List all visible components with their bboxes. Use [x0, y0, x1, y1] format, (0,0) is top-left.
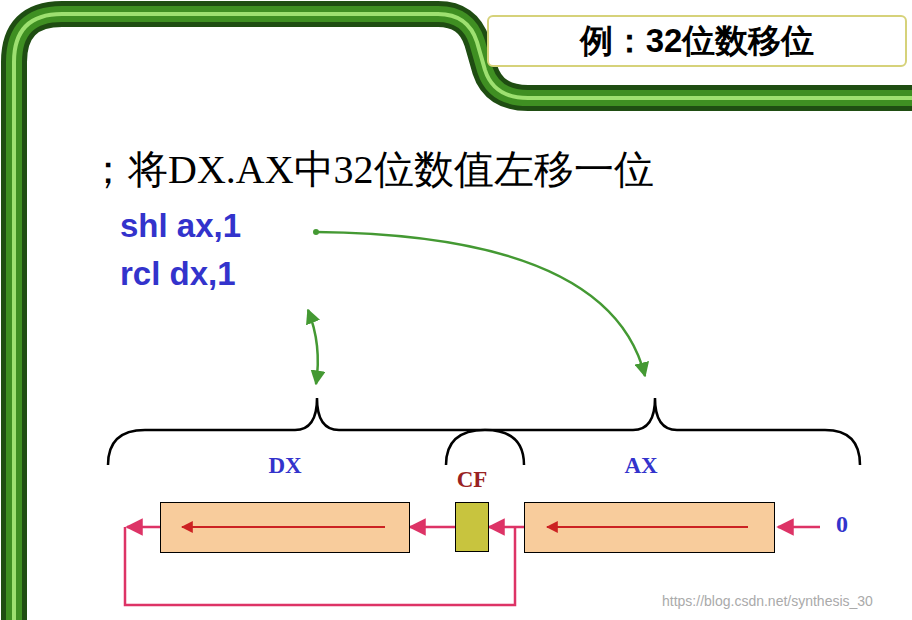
input-value: 0	[836, 511, 848, 538]
register-name: DX	[268, 453, 301, 479]
code-line: rcl dx,1	[120, 255, 236, 293]
brace	[446, 430, 524, 465]
leader-arrow	[316, 232, 645, 376]
frame-tube	[14, 14, 912, 620]
input-arrow	[778, 526, 820, 529]
register-name: AX	[624, 453, 657, 479]
leader-arrow	[308, 310, 318, 384]
shift-arrow	[547, 526, 748, 528]
comment: ；将DX.AX中32位数值左移一位	[88, 142, 654, 197]
code-line: shl ax,1	[120, 207, 241, 245]
watermark: https://blog.csdn.net/synthesis_30	[662, 593, 873, 609]
title: 例：32位数移位	[580, 19, 815, 64]
shift-connector	[489, 526, 524, 529]
brace	[108, 398, 860, 465]
title-box: 例：32位数移位	[487, 15, 907, 67]
shift-connector	[410, 526, 455, 529]
carry-flag-box: CF	[455, 502, 489, 552]
loop-wire	[127, 526, 160, 529]
flag-name: CF	[457, 467, 488, 493]
leader-dot	[313, 229, 319, 235]
shift-arrow	[182, 526, 385, 528]
